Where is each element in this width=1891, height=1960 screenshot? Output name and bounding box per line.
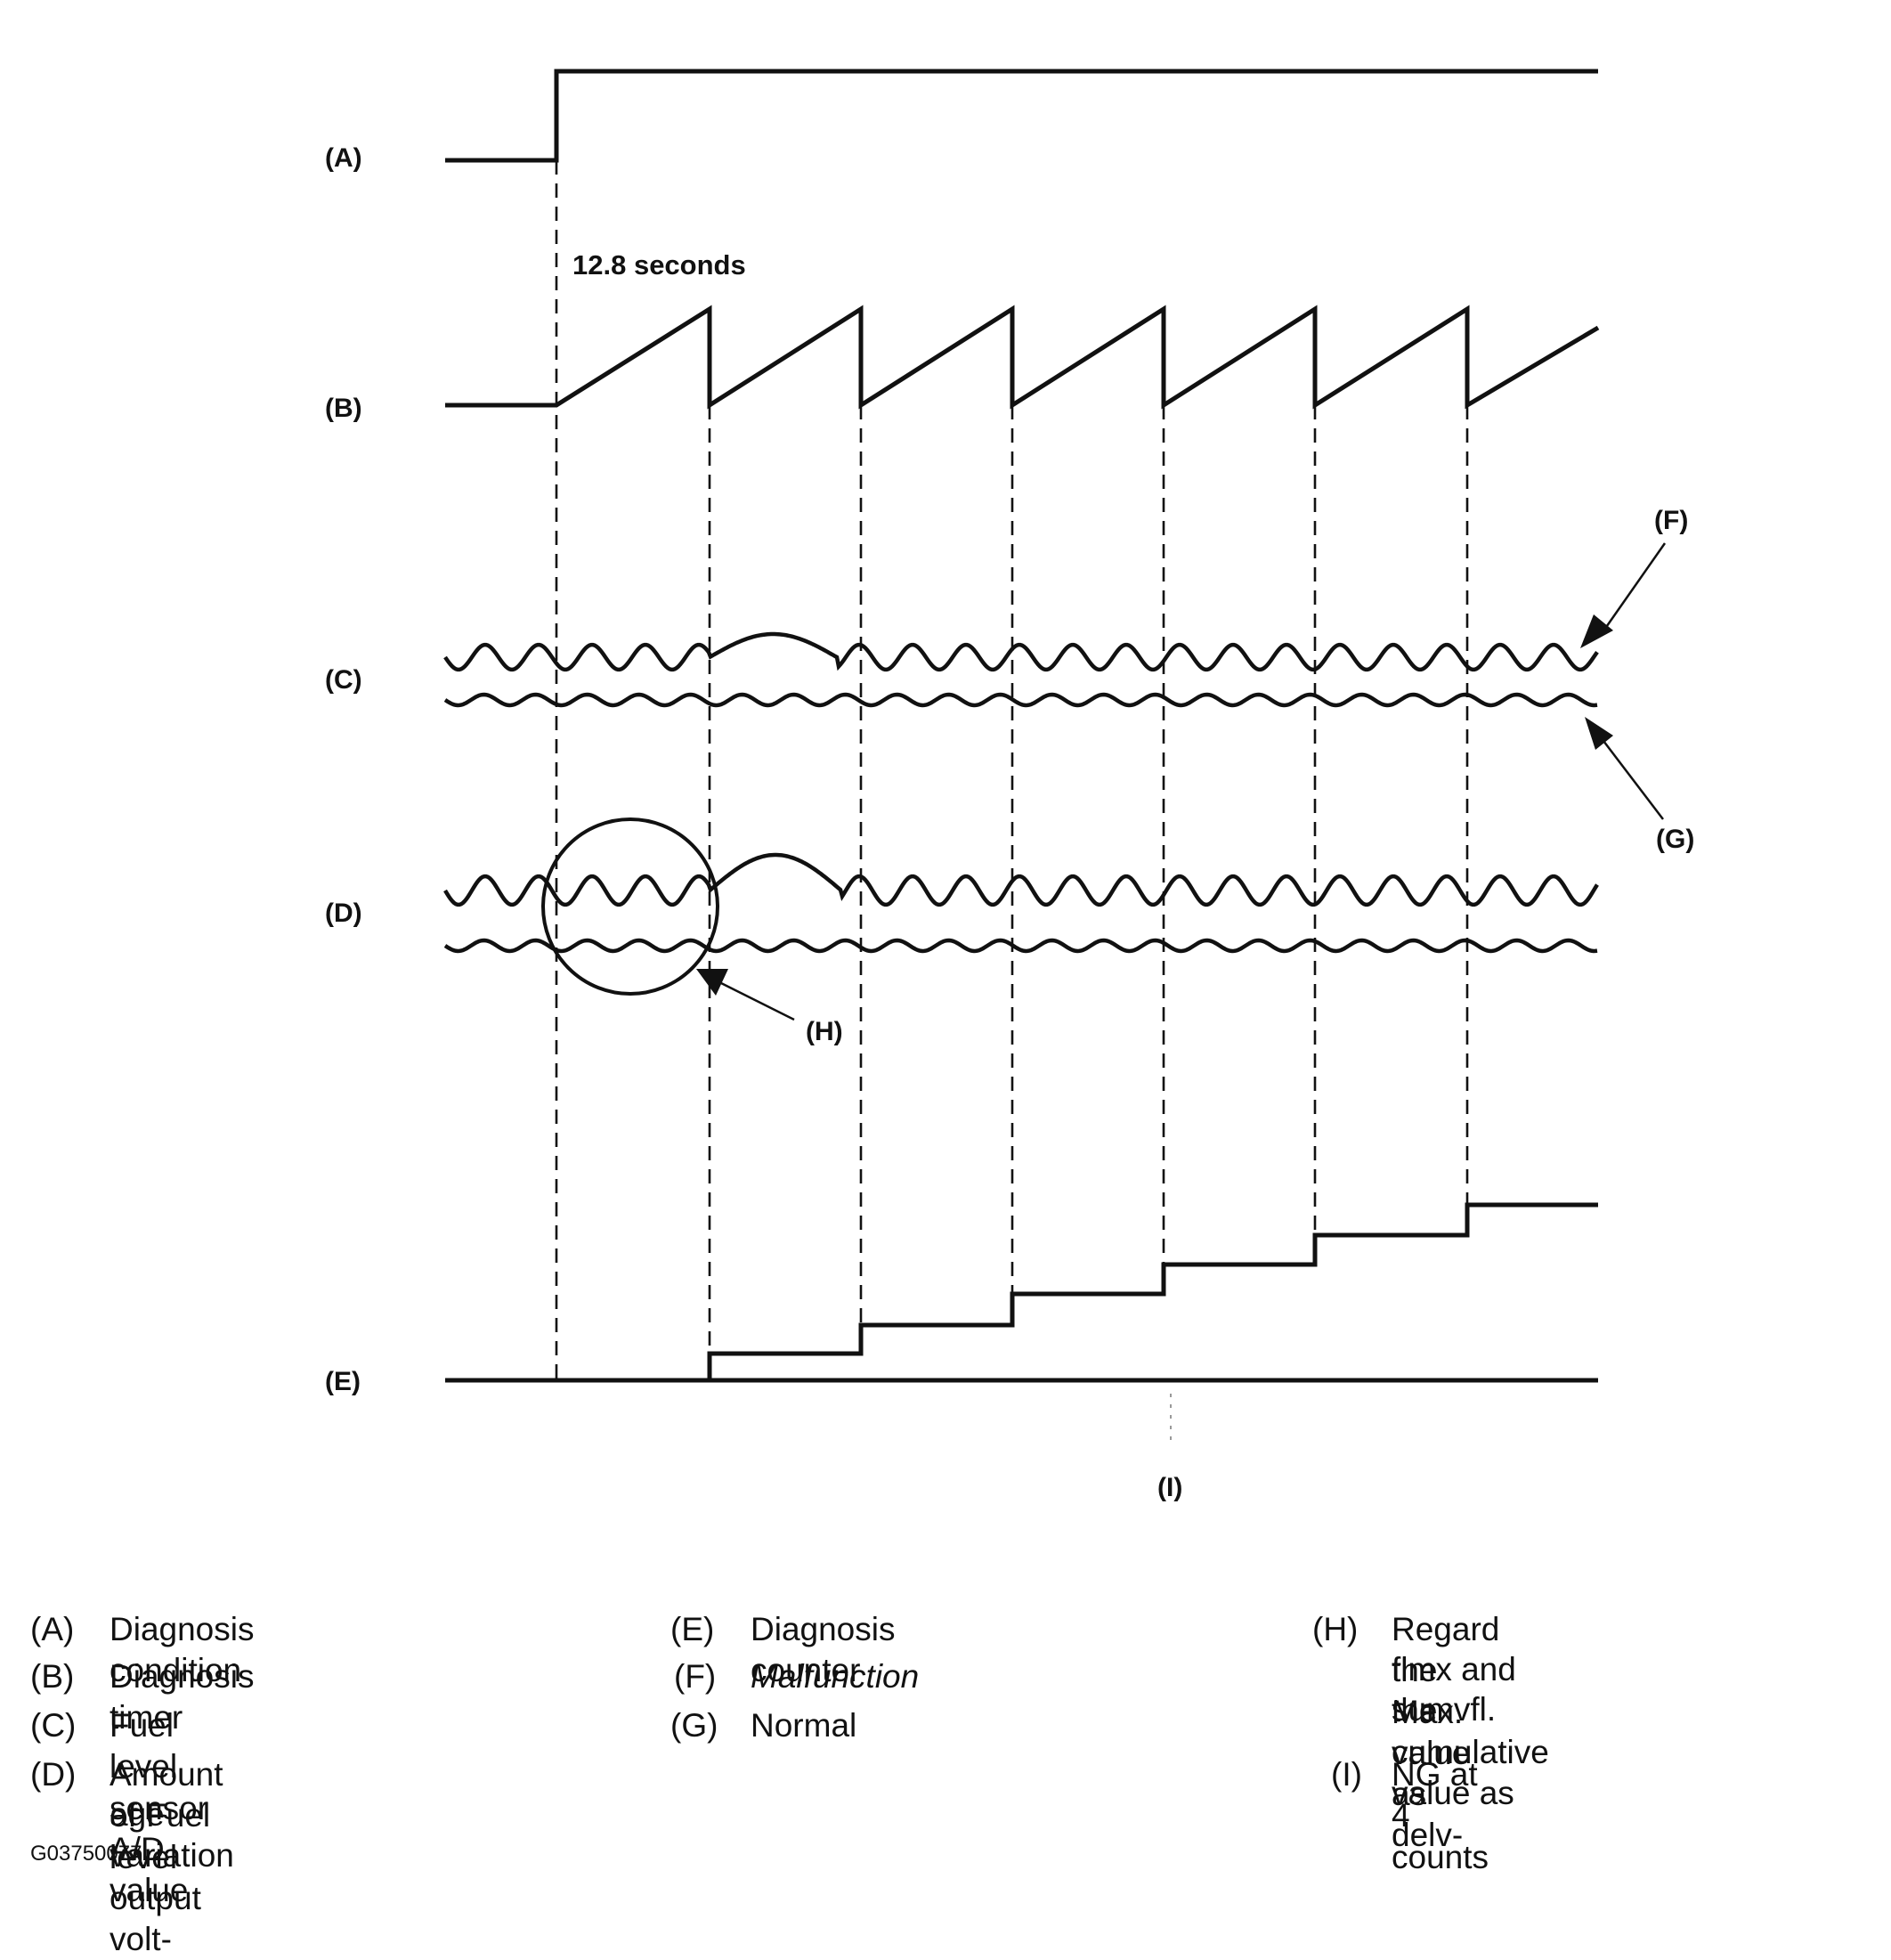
legend-key-c: (C)	[30, 1707, 77, 1744]
legend-key-d: (D)	[30, 1756, 77, 1793]
legend-text-b: Diagnosis timer	[110, 1658, 255, 1736]
callout-f: (F)	[1654, 506, 1688, 535]
legend-key-i: (I)	[1331, 1756, 1362, 1793]
figure-code: G03750077	[30, 1842, 142, 1866]
wave-normal-d	[443, 938, 1598, 954]
callout-h: (H)	[806, 1017, 843, 1046]
legend-key-e: (E)	[670, 1611, 715, 1647]
signal-label-c: (C)	[325, 665, 362, 695]
signal-label-a: (A)	[325, 143, 362, 173]
legend-text-f: Malfunction	[751, 1658, 920, 1695]
legend-text-g: Normal	[751, 1707, 857, 1744]
highlight-circle	[541, 817, 719, 996]
arrow-f-line	[1601, 542, 1667, 633]
signal-label-b: (B)	[325, 394, 362, 423]
interval-label: 12.8 seconds	[572, 249, 746, 281]
arrow-h-head	[696, 969, 728, 996]
legend-key-b: (B)	[30, 1658, 75, 1695]
legend-text-e: Diagnosis counter	[751, 1611, 896, 1689]
wave-normal-c	[443, 692, 1598, 708]
legend-text-d-2: age variation	[110, 1796, 234, 1875]
legend-text-h-3: sumvfl.	[1392, 1691, 1497, 1728]
legend-text-h-1: Regard the Max. value as delv-	[1392, 1611, 1500, 1854]
legend-text-a: Diagnosis condition	[110, 1611, 255, 1689]
arrow-h-line	[720, 981, 795, 1021]
legend-key-h: (H)	[1312, 1611, 1359, 1647]
signal-label-d: (D)	[325, 899, 362, 928]
signal-label-e: (E)	[325, 1367, 361, 1396]
legend-key-f: (F)	[674, 1658, 717, 1695]
trace-diagnosis-timer	[445, 305, 1600, 410]
arrow-g-head	[1585, 717, 1613, 750]
legend-text-c: Fuel level sensor A/D value	[110, 1707, 209, 1908]
wave-malfunction-d	[443, 852, 1599, 907]
legend-text-i: NG at 4 counts	[1392, 1756, 1489, 1875]
dashed-guides	[555, 160, 1469, 1379]
trace-diagnosis-counter	[445, 1202, 1598, 1383]
trace-diagnosis-condition	[445, 69, 1598, 163]
callout-g: (G)	[1656, 825, 1694, 854]
legend-key-g: (G)	[670, 1707, 718, 1744]
callout-i: (I)	[1157, 1473, 1182, 1502]
arrow-g-line	[1600, 736, 1664, 820]
wave-malfunction-c	[443, 631, 1599, 672]
legend-text-h-2: flmx and the cumulative value as	[1392, 1651, 1549, 1811]
arrow-f-head	[1580, 614, 1613, 648]
legend-key-a: (A)	[30, 1611, 75, 1647]
